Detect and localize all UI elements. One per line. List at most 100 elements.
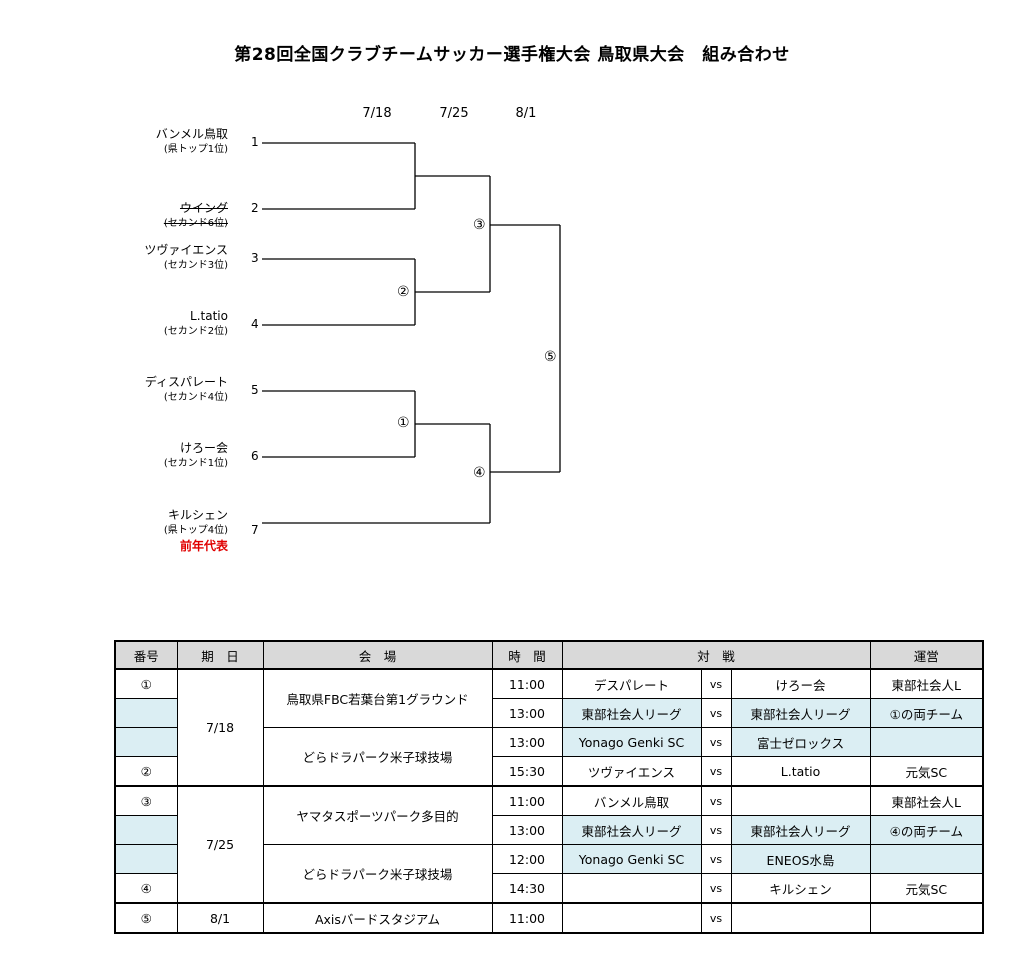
cell-time: 13:00 xyxy=(491,815,563,845)
cell-vs: vs xyxy=(700,785,732,816)
table-row: どらドラパーク米子球技場 12:00 Yonago Genki SC vs EN… xyxy=(114,844,984,904)
table-row: ④ 14:30 vs キルシェン 元気SC xyxy=(114,873,984,904)
team-rank: (セカンド1位) xyxy=(163,458,228,469)
cell-vs: vs xyxy=(700,902,732,934)
team-rank: (セカンド2位) xyxy=(163,326,228,337)
cell-venue: Axisバードスタジアム xyxy=(262,902,493,934)
team-entry: バンメル鳥取 (県トップ1位) xyxy=(156,126,228,157)
cell-time: 11:00 xyxy=(491,668,563,699)
cell-number xyxy=(114,727,178,757)
cell-number: ① xyxy=(114,668,178,699)
schedule-table: 番号 期 日 会 場 時 間 対 戦 運営 ① 7/18 鳥取県FBC若葉台第1… xyxy=(114,640,985,934)
cell-operator xyxy=(869,844,984,874)
cell-number: ⑤ xyxy=(114,902,178,934)
team-entry: ディスパレート (セカンド4位) xyxy=(145,374,228,405)
team-entry: L.tatio (セカンド2位) xyxy=(164,308,228,339)
cell-venue: どらドラパーク米子球技場 xyxy=(262,727,493,787)
team-entry: ツヴァイエンス (セカンド3位) xyxy=(144,242,228,273)
cell-away: 東部社会人リーグ xyxy=(730,698,871,728)
cell-number xyxy=(114,698,178,728)
cell-away: 東部社会人リーグ xyxy=(730,815,871,845)
cell-vs: vs xyxy=(700,873,732,904)
cell-number: ② xyxy=(114,756,178,787)
match-mark-4: ④ xyxy=(472,465,487,481)
cell-home: バンメル鳥取 xyxy=(561,785,702,816)
cell-home: 東部社会人リーグ xyxy=(561,698,702,728)
team-entry: キルシェン (県トップ4位) 前年代表 xyxy=(164,507,228,554)
team-number: 3 xyxy=(251,251,259,265)
team-rank: (県トップ4位) xyxy=(163,525,228,536)
cell-away: L.tatio xyxy=(730,756,871,787)
round-date: 8/1 xyxy=(515,106,537,121)
team-number: 2 xyxy=(251,201,259,215)
round-date: 7/18 xyxy=(362,106,392,121)
cell-vs: vs xyxy=(700,668,732,699)
cell-home: Yonago Genki SC xyxy=(561,844,702,874)
team-name: L.tatio xyxy=(190,309,228,323)
table-row: ③ 7/25 ヤマタスポーツパーク多目的 11:00 バンメル鳥取 vs 東部社… xyxy=(114,785,984,904)
cell-number xyxy=(114,844,178,874)
table-row: ① 7/18 鳥取県FBC若葉台第1グラウンド 11:00 デスパレート vs … xyxy=(114,668,984,787)
team-entry: けろー会 (セカンド1位) xyxy=(164,440,228,471)
team-number: 1 xyxy=(251,135,259,149)
cell-number: ③ xyxy=(114,785,178,816)
header-time: 時 間 xyxy=(491,640,563,670)
header-number: 番号 xyxy=(114,640,178,670)
team-entry: ウイング (セカンド6位) xyxy=(164,200,228,231)
cell-time: 13:00 xyxy=(491,698,563,728)
cell-vs: vs xyxy=(700,698,732,728)
cell-away: 富士ゼロックス xyxy=(730,727,871,757)
team-name: ディスパレート xyxy=(144,375,228,389)
table-row: ② 15:30 ツヴァイエンス vs L.tatio 元気SC xyxy=(114,756,984,787)
team-rank: (セカンド3位) xyxy=(163,260,228,271)
cell-home: デスパレート xyxy=(561,668,702,699)
team-name: バンメル鳥取 xyxy=(155,127,228,141)
table-row: どらドラパーク米子球技場 13:00 Yonago Genki SC vs 富士… xyxy=(114,727,984,787)
header-matchup: 対 戦 xyxy=(561,640,871,670)
cell-home: Yonago Genki SC xyxy=(561,727,702,757)
cell-operator: ④の両チーム xyxy=(869,815,984,845)
cell-operator xyxy=(869,902,984,934)
match-mark-1: ① xyxy=(396,415,411,431)
team-name: ツヴァイエンス xyxy=(144,243,228,257)
cell-venue: ヤマタスポーツパーク多目的 xyxy=(262,785,493,845)
match-mark-2: ② xyxy=(396,284,411,300)
cell-operator: ①の両チーム xyxy=(869,698,984,728)
header-date: 期 日 xyxy=(176,640,264,670)
table-row: ⑤ 8/1 Axisバードスタジアム 11:00 vs xyxy=(114,902,984,934)
cell-home xyxy=(561,902,702,934)
cell-operator: 元気SC xyxy=(869,873,984,904)
cell-away: ENEOS水島 xyxy=(730,844,871,874)
match-mark-5: ⑤ xyxy=(543,349,558,365)
cell-venue: 鳥取県FBC若葉台第1グラウンド xyxy=(262,668,493,728)
cell-home: ツヴァイエンス xyxy=(561,756,702,787)
cell-vs: vs xyxy=(700,844,732,874)
page-title: 第28回全国クラブチームサッカー選手権大会 鳥取県大会 組み合わせ xyxy=(234,45,790,65)
cell-away xyxy=(730,902,871,934)
cell-vs: vs xyxy=(700,727,732,757)
cell-away xyxy=(730,785,871,816)
team-number: 5 xyxy=(251,383,259,397)
team-rank: (セカンド4位) xyxy=(163,392,228,403)
team-name: けろー会 xyxy=(179,441,228,455)
cell-date: 7/18 xyxy=(176,668,264,787)
cell-operator: 東部社会人L xyxy=(869,785,984,816)
team-name: ウイング xyxy=(179,201,228,215)
cell-away: けろー会 xyxy=(730,668,871,699)
cell-time: 11:00 xyxy=(491,902,563,934)
team-number: 7 xyxy=(251,523,259,537)
team-number: 6 xyxy=(251,449,259,463)
tournament-bracket xyxy=(262,142,561,524)
cell-time: 15:30 xyxy=(491,756,563,787)
table-row: 13:00 東部社会人リーグ vs 東部社会人リーグ ①の両チーム xyxy=(114,698,984,728)
cell-home xyxy=(561,873,702,904)
cell-vs: vs xyxy=(700,756,732,787)
cell-number: ④ xyxy=(114,873,178,904)
previous-representative-label: 前年代表 xyxy=(179,539,228,553)
cell-date: 8/1 xyxy=(176,902,264,934)
header-venue: 会 場 xyxy=(262,640,493,670)
cell-operator: 東部社会人L xyxy=(869,668,984,699)
cell-operator xyxy=(869,727,984,757)
team-number: 4 xyxy=(251,317,259,331)
header-operator: 運営 xyxy=(869,640,984,670)
